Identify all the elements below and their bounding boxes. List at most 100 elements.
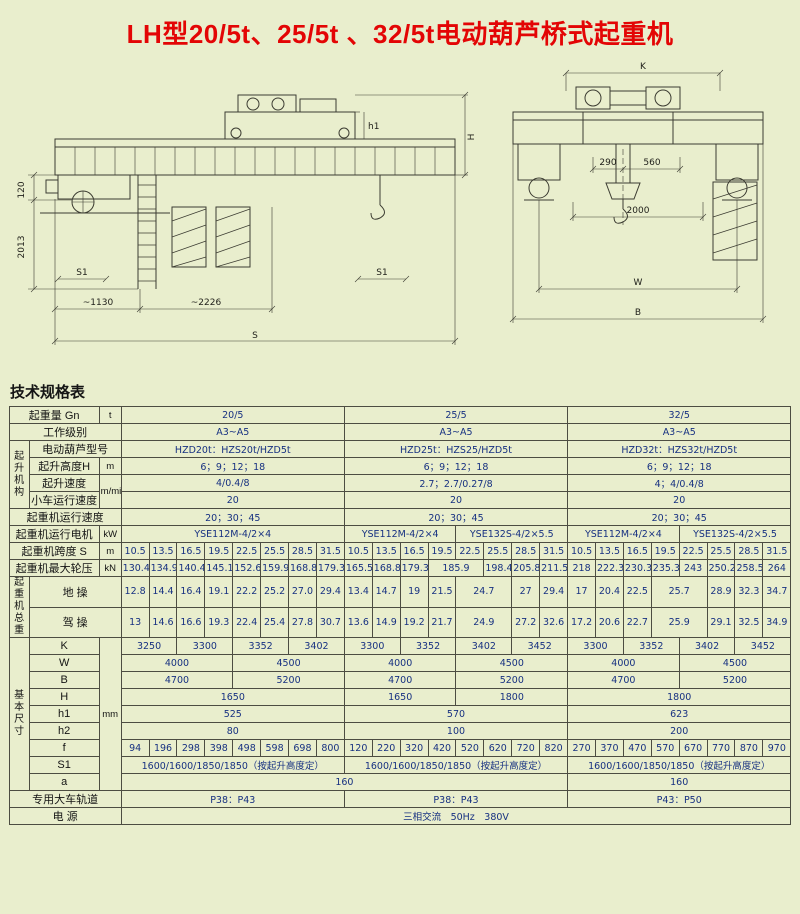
value-cell: 27 bbox=[511, 576, 541, 608]
row-label: 起重机最大轮压 bbox=[8, 559, 100, 577]
value-cell: 6；9；12；18 bbox=[120, 457, 345, 475]
value-cell: 34.7 bbox=[762, 576, 792, 608]
value-cell: 258.5 bbox=[734, 559, 764, 577]
value-cell: 32.5 bbox=[734, 606, 764, 638]
value-cell: 13.5 bbox=[148, 542, 178, 560]
dimension-lines bbox=[509, 69, 767, 323]
value-cell: 25.7 bbox=[650, 576, 708, 608]
value-cell: 13 bbox=[120, 606, 150, 638]
unit-label: m/min bbox=[98, 474, 122, 509]
value-cell: 1600/1600/1850/1850（按起升高度定） bbox=[343, 756, 569, 774]
spec-row: 电 源三相交流 50Hz 380V bbox=[8, 807, 792, 825]
value-cell: 4500 bbox=[678, 654, 792, 672]
value-cell: 498 bbox=[232, 739, 262, 757]
value-cell: 120 bbox=[343, 739, 373, 757]
dimension-lines bbox=[28, 91, 469, 345]
value-cell: 17 bbox=[567, 576, 596, 608]
row-label: f bbox=[28, 739, 100, 757]
value-cell: 25.2 bbox=[260, 576, 290, 608]
value-cell: 1650 bbox=[343, 688, 457, 706]
value-cell: 20/5 bbox=[120, 406, 345, 424]
row-label: a bbox=[28, 773, 100, 791]
value-cell: 27.2 bbox=[511, 606, 541, 638]
value-cell: 4700 bbox=[120, 671, 234, 689]
value-cell: 19.5 bbox=[204, 542, 234, 560]
value-cell: 20；30；45 bbox=[567, 508, 792, 526]
value-cell: 2.7；2.7/0.27/8 bbox=[343, 474, 569, 492]
value-cell: 19.1 bbox=[204, 576, 234, 608]
row-label: W bbox=[28, 654, 100, 672]
value-cell: 4500 bbox=[232, 654, 345, 672]
group-label: 基本尺寸 bbox=[8, 637, 30, 791]
value-cell: 14.6 bbox=[148, 606, 178, 638]
value-cell: 211.5 bbox=[539, 559, 569, 577]
dim-label-560: 560 bbox=[643, 158, 660, 168]
value-cell: 205.8 bbox=[511, 559, 541, 577]
value-cell: 16.4 bbox=[176, 576, 206, 608]
row-label: K bbox=[28, 637, 100, 655]
value-cell: 3300 bbox=[343, 637, 401, 655]
value-cell: A3~A5 bbox=[120, 423, 345, 441]
group-label: 起升机构 bbox=[8, 440, 30, 509]
value-cell: 4/0.4/8 bbox=[120, 474, 345, 492]
value-cell: 420 bbox=[427, 739, 457, 757]
value-cell: 31.5 bbox=[315, 542, 345, 560]
row-label: 工作级别 bbox=[8, 423, 122, 441]
value-cell: 16.6 bbox=[176, 606, 206, 638]
row-label: S1 bbox=[28, 756, 100, 774]
value-cell: 179.3 bbox=[399, 559, 429, 577]
value-cell: 19 bbox=[399, 576, 429, 608]
value-cell: 29.4 bbox=[539, 576, 569, 608]
value-cell: 298 bbox=[176, 739, 206, 757]
unit-label: m bbox=[98, 542, 122, 560]
value-cell: 620 bbox=[483, 739, 513, 757]
row-label: 专用大车轨道 bbox=[8, 790, 122, 808]
value-cell: 22.5 bbox=[232, 542, 262, 560]
value-cell: 720 bbox=[511, 739, 541, 757]
unit-label: t bbox=[98, 406, 122, 424]
dim-label-2000: 2000 bbox=[627, 206, 650, 216]
value-cell: 152.6 bbox=[232, 559, 262, 577]
value-cell: 13.5 bbox=[595, 542, 624, 560]
value-cell: 19.5 bbox=[427, 542, 457, 560]
value-cell: 970 bbox=[762, 739, 792, 757]
value-cell: P38：P43 bbox=[120, 790, 345, 808]
value-cell: 19.5 bbox=[650, 542, 680, 560]
value-cell: P43：P50 bbox=[567, 790, 792, 808]
value-cell: 4700 bbox=[343, 671, 457, 689]
value-cell: 20 bbox=[120, 491, 345, 509]
value-cell: 800 bbox=[315, 739, 345, 757]
crane-end-view-drawing: K 290 560 2000 W B bbox=[509, 62, 767, 323]
row-label: 起升速度 bbox=[28, 474, 100, 492]
value-cell: 525 bbox=[120, 705, 345, 723]
value-cell: 235.3 bbox=[650, 559, 680, 577]
value-cell: 21.5 bbox=[427, 576, 457, 608]
value-cell: 20 bbox=[343, 491, 569, 509]
value-cell: 230.3 bbox=[622, 559, 652, 577]
value-cell: 31.5 bbox=[762, 542, 792, 560]
value-cell: 32.3 bbox=[734, 576, 764, 608]
dim-label-2013: 2013 bbox=[17, 236, 27, 259]
value-cell: 770 bbox=[706, 739, 736, 757]
value-cell: 28.5 bbox=[511, 542, 541, 560]
dim-label-k: K bbox=[640, 62, 647, 72]
value-cell: 20；30；45 bbox=[120, 508, 345, 526]
value-cell: 820 bbox=[539, 739, 569, 757]
value-cell: 28.5 bbox=[288, 542, 317, 560]
spec-table-heading: 技术规格表 bbox=[10, 384, 86, 401]
value-cell: 200 bbox=[567, 722, 792, 740]
value-cell: 22.5 bbox=[678, 542, 708, 560]
